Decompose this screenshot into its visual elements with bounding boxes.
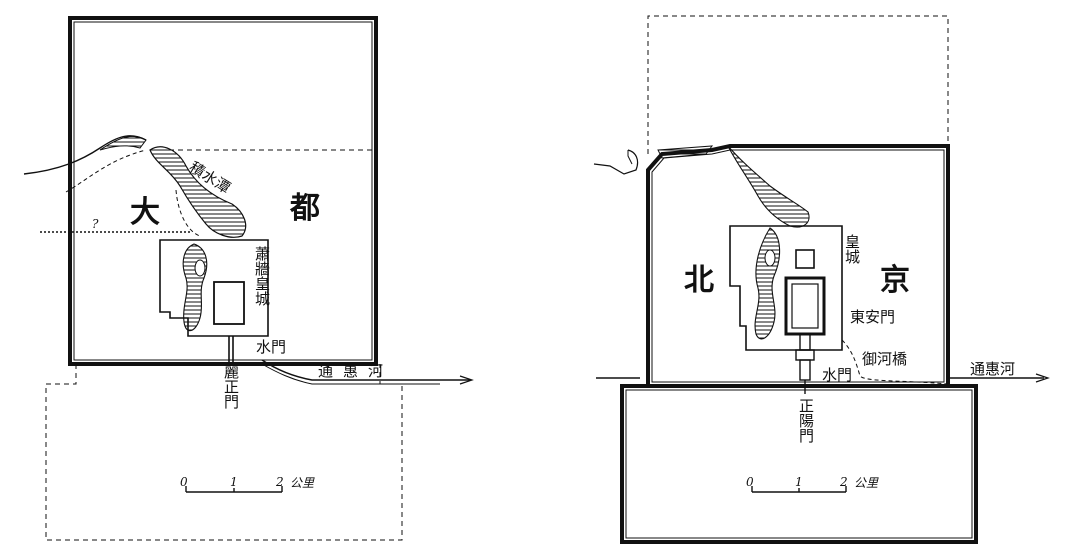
right-map [593,15,1050,544]
beijing-jingshan [795,249,815,269]
dadu-question-mark: ? [92,217,99,231]
beijing-outer-city-wall [620,384,978,544]
beijing-scale-tick-1: 1 [795,475,803,489]
left-map [23,16,474,541]
beijing-water-gate-label: 水門 [822,366,852,384]
dadu-scale-tick-2: 2 [275,475,284,489]
dadu-city-wall-inner [73,21,373,361]
beijing-label-jing: 京 [880,263,910,298]
beijing-river-label: 御河橋 [862,350,907,368]
beijing-label-bei: 北 [684,263,714,298]
beijing-imperial-city [729,225,843,351]
beijing-scale-tick-0: 0 [746,475,754,489]
beijing-lake [727,145,810,228]
dadu-west-lake [182,243,208,332]
beijing-west-lake [754,227,781,340]
dadu-scale-tick-0: 0 [180,475,188,489]
beijing-former-dadu-outline [647,15,949,154]
beijing-imperial-river [841,339,949,385]
dadu-water-gate-label: 水門 [256,338,286,356]
dadu-lake [149,146,247,238]
dadu-scale-unit: 公里 [290,476,315,490]
dadu-waterway-hatch [99,135,147,151]
dadu-canal [261,359,470,381]
dadu-city-wall [68,16,378,366]
dadu-south-gate-label: 麗正門 [222,364,240,410]
dadu-scale-tick-1: 1 [230,475,238,489]
beijing-south-gate-label: 正陽門 [797,398,815,444]
beijing-canal-label: 通惠河 [970,360,1015,378]
beijing-waterway [593,149,639,175]
beijing-imperial-city-label: 皇城 [843,234,861,265]
dadu-label-da: 大 [130,195,160,230]
dadu-palace [213,281,245,325]
beijing-east-gate-label: 東安門 [850,308,895,326]
dadu-imperial-city-label: 蕭牆皇城 [253,246,271,307]
dadu-label-du: 都 [289,191,320,226]
beijing-scale-unit: 公里 [854,476,879,490]
beijing-scale-tick-2: 2 [839,475,848,489]
dadu-canal-label: 通惠河 [318,362,393,380]
